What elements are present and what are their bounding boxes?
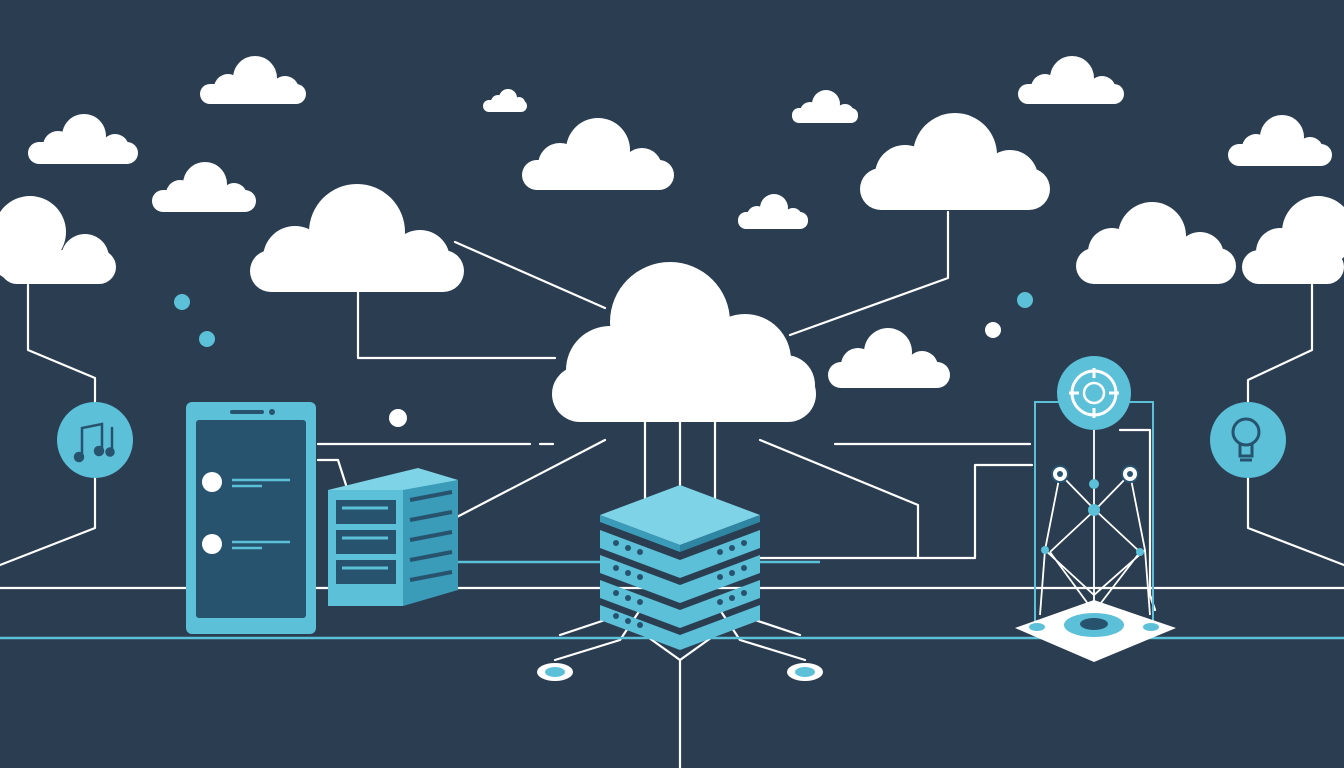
cloud-left-large xyxy=(250,184,464,292)
cloud-small-2 xyxy=(483,89,527,112)
cloud-right-edge xyxy=(1242,196,1344,284)
floating-dots xyxy=(174,292,1033,427)
cloud-small-5 xyxy=(738,194,808,229)
cloud-small-4 xyxy=(1018,56,1124,104)
cloud-far-right-1 xyxy=(1228,115,1332,166)
cloud-small-3 xyxy=(792,90,858,123)
central-cloud xyxy=(552,262,816,422)
cloud-left-1 xyxy=(28,114,138,164)
cloud-right-low xyxy=(828,328,950,388)
storage-rack-icon xyxy=(328,468,458,606)
bottom-nodes xyxy=(537,663,823,681)
network-node-icon xyxy=(1015,430,1176,662)
cloud-small-1 xyxy=(200,56,306,104)
cloud-left-edge xyxy=(0,196,116,284)
smartphone-icon xyxy=(186,402,316,634)
cloud-center-top xyxy=(522,118,674,190)
cloud-left-2 xyxy=(152,162,256,212)
cloud-right-top xyxy=(860,113,1050,210)
lightbulb-icon xyxy=(1210,402,1286,478)
server-layers xyxy=(600,530,760,650)
database-server-icon xyxy=(600,485,760,650)
cloud-right-mid xyxy=(1076,202,1236,284)
clouds xyxy=(0,56,1344,422)
music-note-icon xyxy=(57,402,133,478)
